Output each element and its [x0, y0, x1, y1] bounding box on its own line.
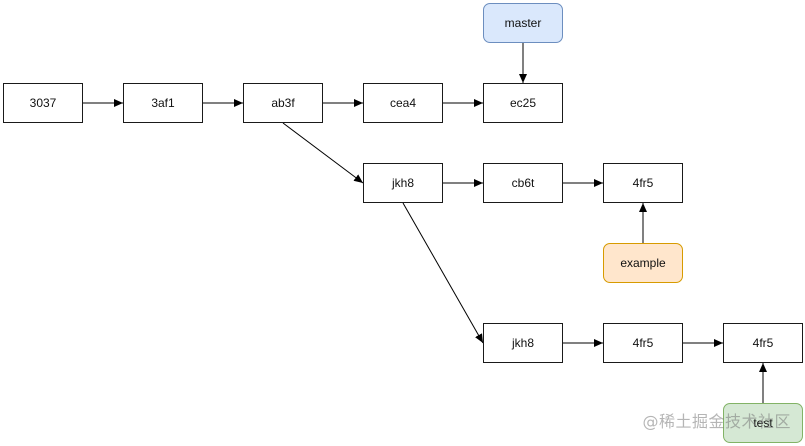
commit-4fr5-example: 4fr5 — [603, 163, 683, 203]
edge-c3-to-c6 — [282, 122, 364, 184]
branch-label-example: example — [603, 243, 683, 283]
commit-3af1: 3af1 — [123, 83, 203, 123]
commit-3037: 3037 — [3, 83, 83, 123]
commit-jkh8: jkh8 — [363, 163, 443, 203]
commit-ab3f: ab3f — [243, 83, 323, 123]
edge-c6-to-c9 — [402, 202, 484, 344]
commit-cea4: cea4 — [363, 83, 443, 123]
commit-ec25: ec25 — [483, 83, 563, 123]
branch-label-master: master — [483, 3, 563, 43]
commit-jkh8-test-branch: jkh8 — [483, 323, 563, 363]
branch-label-test: test — [723, 403, 803, 443]
commit-cb6t: cb6t — [483, 163, 563, 203]
commit-4fr5-test-branch: 4fr5 — [603, 323, 683, 363]
watermark-text: @稀土掘金技术社区 — [642, 412, 791, 431]
commit-4fr5-test-head: 4fr5 — [723, 323, 803, 363]
